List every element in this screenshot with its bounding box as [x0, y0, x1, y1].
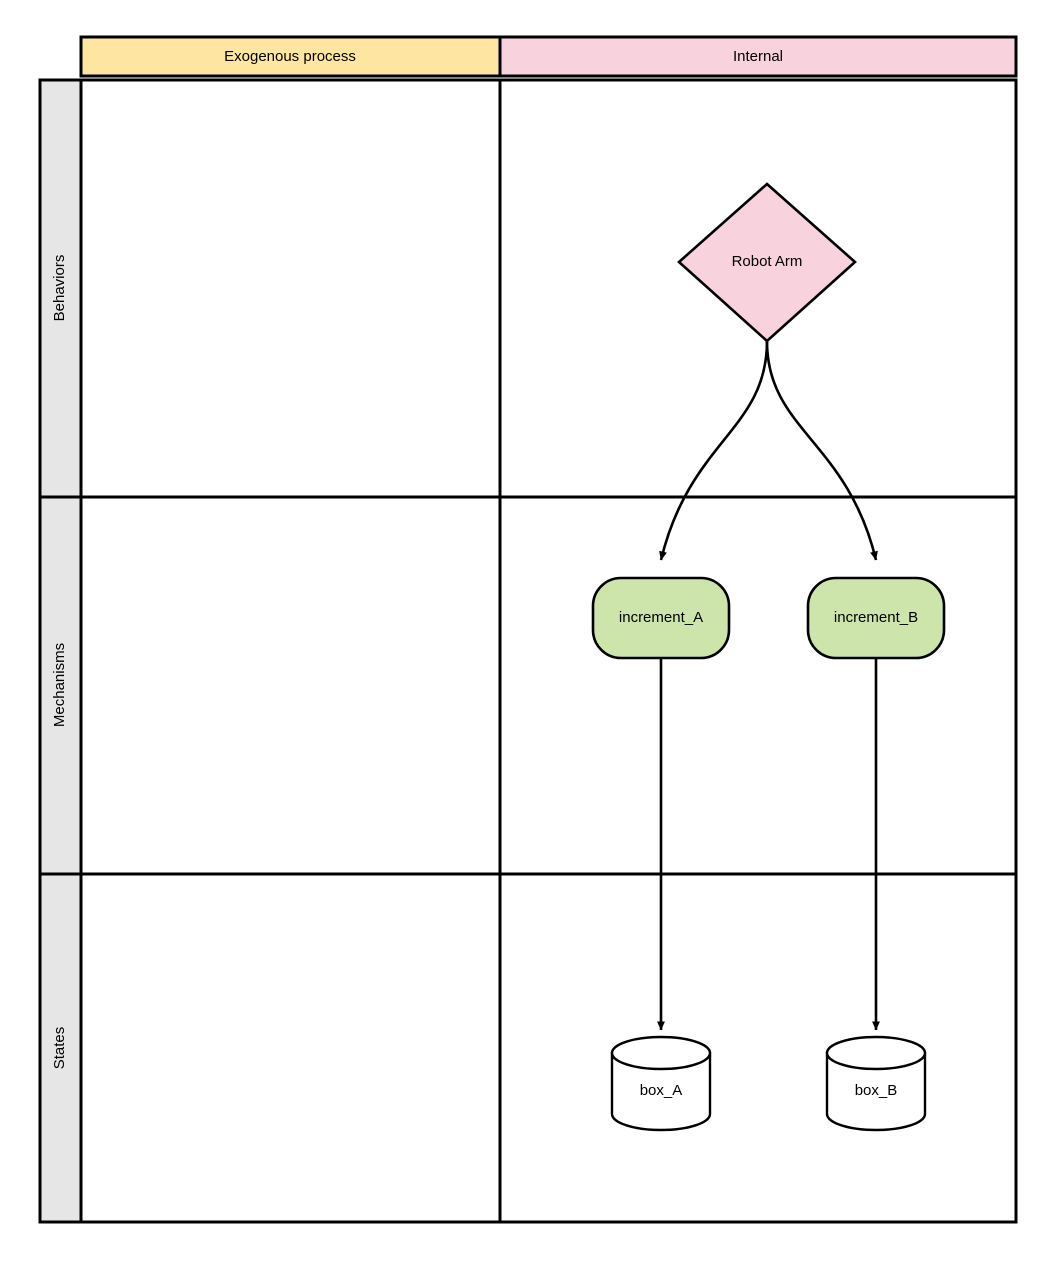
node-increment-b[interactable] — [806, 576, 946, 660]
cell-mechanisms-exogenous — [79, 495, 502, 876]
row-label-mechanisms-text: Mechanisms — [51, 643, 68, 727]
node-box-a-label: box_A — [640, 1082, 683, 1099]
cell-states-internal — [498, 872, 1018, 1224]
node-increment-a[interactable] — [591, 576, 731, 660]
edge-robot-arm-to-increment-b — [765, 340, 878, 561]
column-header-exogenous-cell — [79, 35, 502, 78]
cell-states-exogenous — [79, 872, 502, 1224]
node-increment-b-label: increment_B — [834, 609, 918, 626]
node-increment-a-label: increment_A — [619, 609, 703, 626]
column-header-internal-label: Internal — [733, 48, 783, 65]
row-label-behaviors-text: Behaviors — [51, 255, 68, 322]
column-header-internal-cell — [498, 35, 1018, 78]
row-label-states-text: States — [51, 1027, 68, 1070]
row-label-states-cell — [38, 872, 83, 1224]
node-robot-arm[interactable] — [677, 182, 857, 343]
node-box-b[interactable] — [825, 1035, 927, 1132]
node-robot-arm-label: Robot Arm — [732, 253, 803, 270]
cell-behaviors-exogenous — [79, 78, 502, 499]
edge-robot-arm-to-increment-a — [659, 340, 769, 561]
cell-mechanisms-internal — [498, 495, 1018, 876]
node-box-a[interactable] — [610, 1035, 712, 1132]
node-box-b-label: box_B — [855, 1082, 898, 1099]
column-header-exogenous-label: Exogenous process — [224, 48, 356, 65]
